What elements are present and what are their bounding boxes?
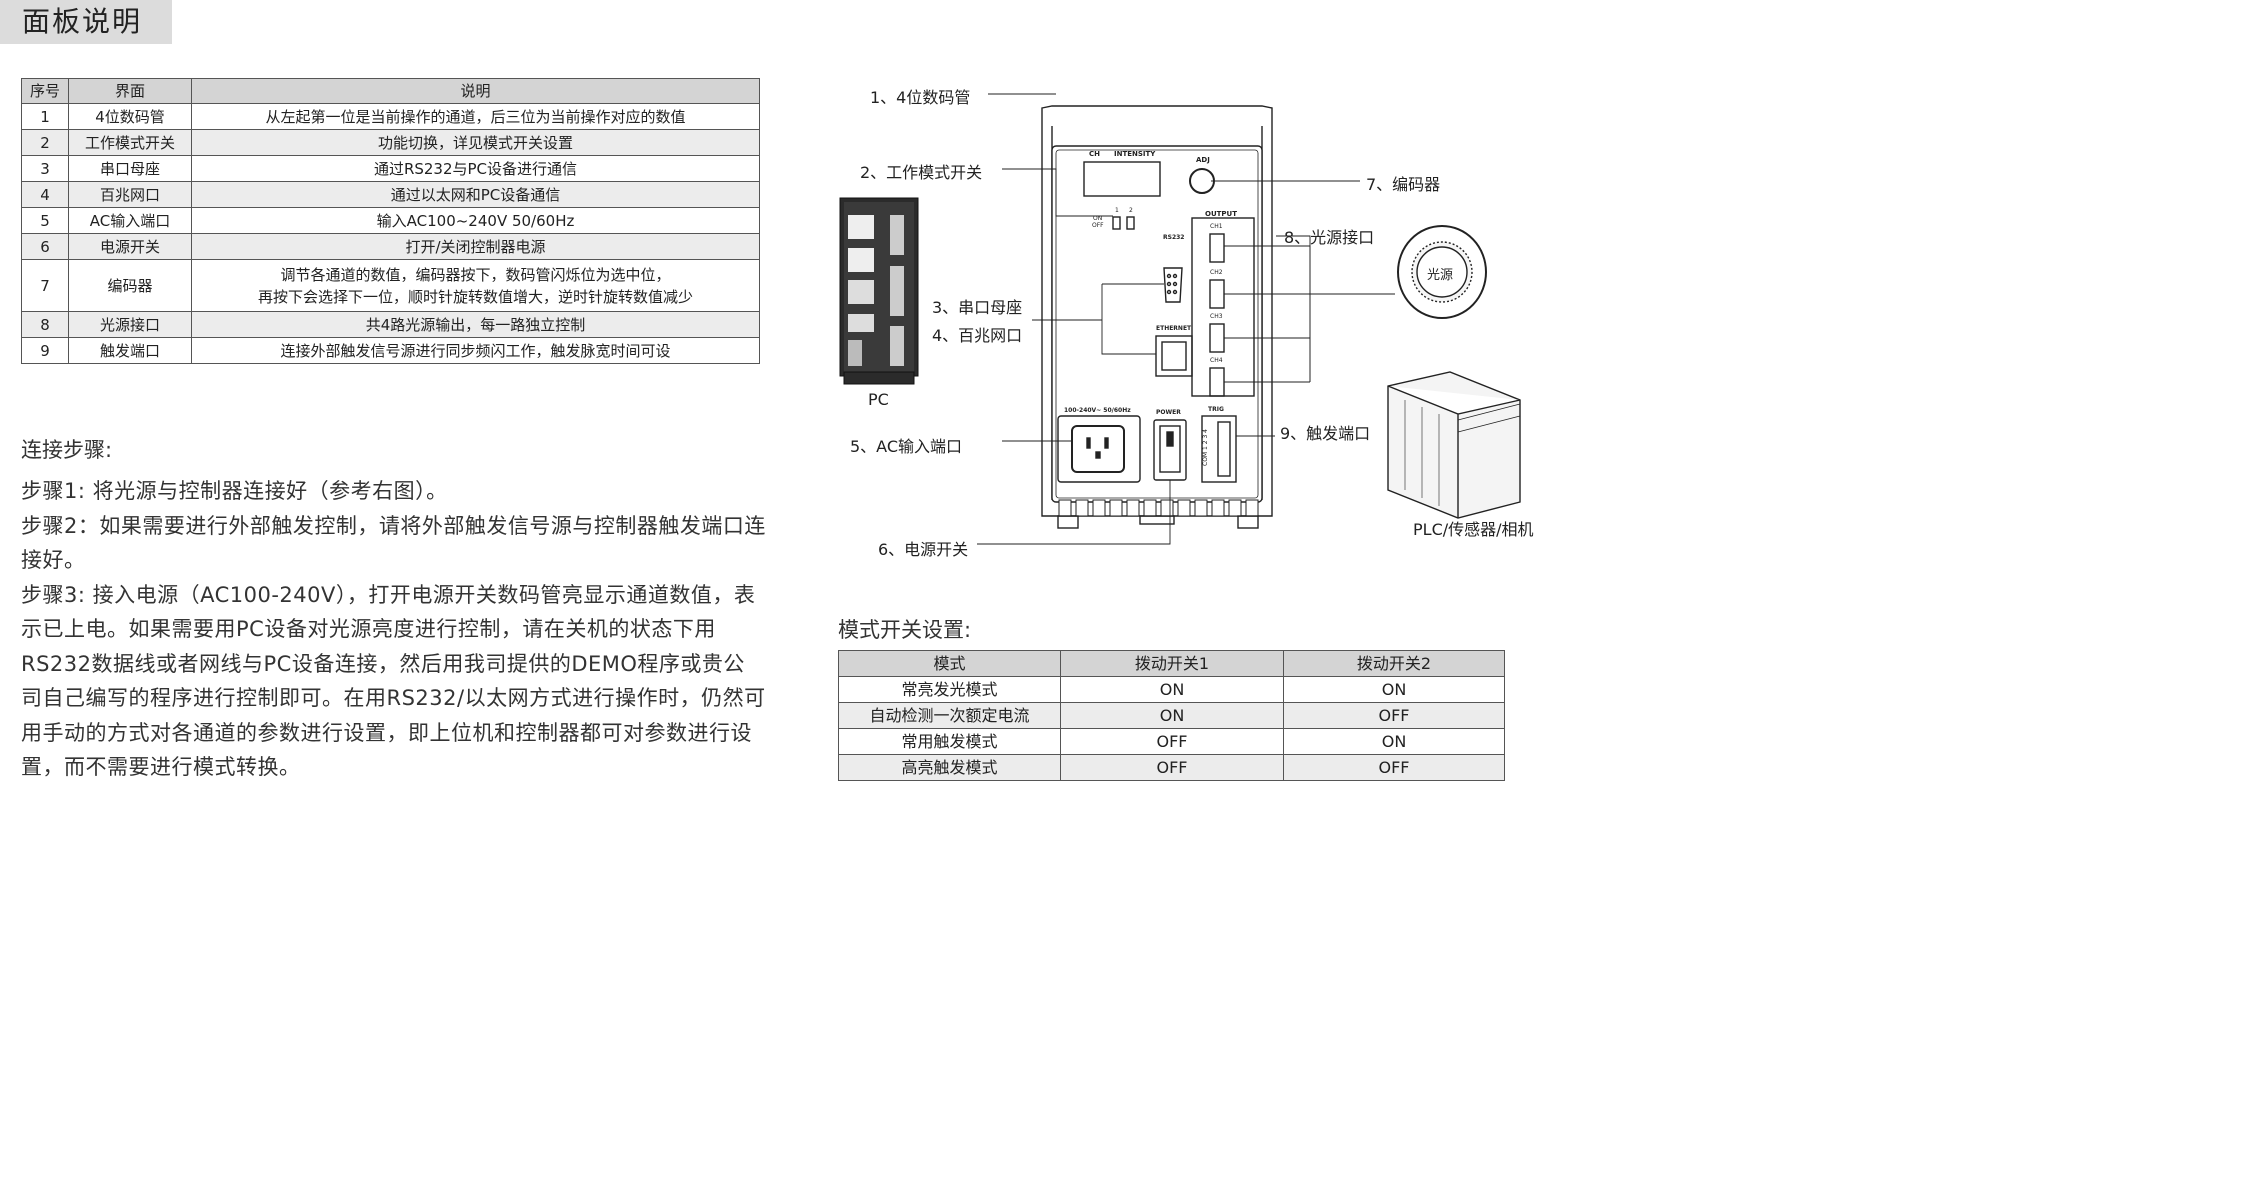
table-row: 高亮触发模式 OFF OFF — [838, 754, 1505, 781]
panel-switch-2: 2 — [1129, 207, 1133, 214]
table-row: 6 电源开关 打开/关闭控制器电源 — [21, 233, 760, 260]
table-header-row: 模式 拨动开关1 拨动开关2 — [838, 650, 1505, 677]
panel-on-label: ON — [1093, 215, 1103, 222]
leader-lines — [977, 93, 1395, 545]
step-1: 步骤1: 将光源与控制器连接好（参考右图）。 — [21, 479, 448, 503]
table-row: 1 4位数码管 从左起第一位是当前操作的通道，后三位为当前操作对应的数值 — [21, 103, 760, 130]
panel-switch-1: 1 — [1115, 207, 1119, 214]
panel-adj-label: ADJ — [1196, 156, 1210, 164]
pc-icon — [839, 197, 919, 385]
table-row: 8 光源接口 共4路光源输出，每一路独立控制 — [21, 311, 760, 338]
table-row: 3 串口母座 通过RS232与PC设备进行通信 — [21, 155, 760, 182]
panel-ch-label: CH — [1089, 150, 1100, 158]
panel-ch2-label: CH2 — [1210, 269, 1223, 276]
panel-ch3-label: CH3 — [1210, 313, 1223, 320]
table-row: 9 触发端口 连接外部触发信号源进行同步频闪工作，触发脉宽时间可设 — [21, 337, 760, 364]
header-no: 序号 — [21, 78, 69, 104]
header-desc: 说明 — [191, 78, 760, 104]
caption-plc: PLC/传感器/相机 — [1413, 520, 1534, 539]
panel-output-label: OUTPUT — [1205, 210, 1237, 218]
controller-illustration — [839, 93, 1521, 545]
step-2: 步骤2：如果需要进行外部触发控制，请将外部触发信号源与控制器触发端口连接好。 — [21, 513, 766, 573]
table-row: 7 编码器 调节各通道的数值，编码器按下，数码管闪烁位为选中位， 再按下会选择下… — [21, 259, 760, 312]
table-row: 常亮发光模式 ON ON — [838, 676, 1505, 703]
controller-diagram: CH INTENSITY ADJ OUTPUT CH1 CH2 CH3 CH4 … — [830, 70, 1560, 570]
panel-rs232-label: RS232 — [1163, 234, 1185, 241]
panel-description-table: 序号 界面 说明 1 4位数码管 从左起第一位是当前操作的通道，后三位为当前操作… — [21, 78, 760, 364]
table-header-row: 序号 界面 说明 — [21, 78, 760, 104]
panel-intensity-label: INTENSITY — [1114, 150, 1156, 158]
desc-line: 再按下会选择下一位，顺时针旋转数值增大，逆时针旋转数值减少 — [257, 287, 693, 306]
callout-power-switch: 6、电源开关 — [878, 540, 969, 559]
desc-line: 调节各通道的数值，编码器按下，数码管闪烁位为选中位， — [280, 265, 671, 284]
connect-heading: 连接步骤: — [21, 438, 113, 462]
callout-encoder: 7、编码器 — [1366, 175, 1441, 194]
table-row: 自动检测一次额定电流 ON OFF — [838, 702, 1505, 729]
mode-switch-table: 模式 拨动开关1 拨动开关2 常亮发光模式 ON ON 自动检测一次额定电流 O… — [838, 650, 1505, 781]
table-row: 2 工作模式开关 功能切换，详见模式开关设置 — [21, 129, 760, 156]
step-3: 步骤3: 接入电源（AC100-240V），打开电源开关数码管亮显示通道数值，表… — [21, 582, 766, 780]
page-title: 面板说明 — [0, 0, 172, 44]
panel-trig-pins: COM 1 2 3 4 — [1202, 429, 1209, 466]
plc-icon — [1387, 371, 1521, 519]
connect-steps: 步骤1: 将光源与控制器连接好（参考右图）。 步骤2：如果需要进行外部触发控制，… — [21, 474, 766, 785]
callout-display: 1、4位数码管 — [870, 88, 971, 107]
callout-trigger-port: 9、触发端口 — [1280, 424, 1371, 443]
panel-off-label: OFF — [1092, 222, 1104, 229]
header-name: 界面 — [68, 78, 192, 104]
callout-light-port: 8、光源接口 — [1284, 228, 1375, 247]
controller-body — [1041, 105, 1521, 529]
panel-trig-label: TRIG — [1208, 406, 1224, 413]
callout-mode-switch: 2、工作模式开关 — [860, 163, 983, 182]
callout-serial-port: 3、串口母座 — [932, 298, 1023, 317]
panel-ethernet-label: ETHERNET — [1156, 325, 1192, 332]
panel-power-label: POWER — [1156, 409, 1181, 416]
panel-ac-rating: 100-240V~ 50/60Hz — [1064, 407, 1131, 414]
callout-ac-input: 5、AC输入端口 — [850, 437, 963, 456]
table-row: 4 百兆网口 通过以太网和PC设备通信 — [21, 181, 760, 208]
ring-light-icon — [1397, 225, 1487, 319]
table-row: 常用触发模式 OFF ON — [838, 728, 1505, 755]
panel-ch1-label: CH1 — [1210, 223, 1223, 230]
caption-pc: PC — [868, 390, 889, 409]
mode-heading: 模式开关设置: — [838, 618, 972, 642]
callout-ethernet-port: 4、百兆网口 — [932, 326, 1023, 345]
table-row: 5 AC输入端口 输入AC100~240V 50/60Hz — [21, 207, 760, 234]
caption-light-source: 光源 — [1427, 268, 1454, 283]
panel-ch4-label: CH4 — [1210, 357, 1223, 364]
